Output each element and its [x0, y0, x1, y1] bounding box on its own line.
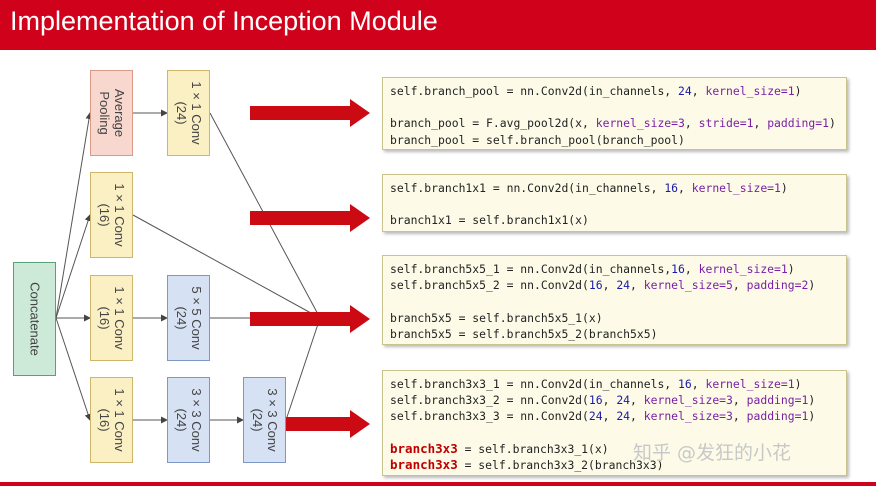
title-bar: Implementation of Inception Module [0, 0, 876, 50]
code-line-blank [390, 293, 839, 309]
branch3x3-conv1x1-label: 1 × 1 Conv (16) [96, 388, 127, 452]
average-pooling-label: Average Pooling [96, 88, 127, 138]
branch3x3-conv3x3-b-label: 3 × 3 Conv (24) [249, 388, 280, 452]
code-line: branch1x1 = self.branch1x1(x) [390, 213, 589, 228]
code-line-blank [390, 196, 839, 212]
code-line: branch_pool = F.avg_pool2d(x, kernel_siz… [390, 116, 836, 131]
pool-conv1x1-label: 1 × 1 Conv (24) [173, 81, 204, 145]
code-block-branch5x5: self.branch5x5_1 = nn.Conv2d(in_channels… [382, 255, 847, 345]
branch1x1-conv-label: 1 × 1 Conv (16) [96, 183, 127, 247]
concatenate-box: Concatenate [13, 262, 56, 376]
code-line: self.branch3x3_1 = nn.Conv2d(in_channels… [390, 377, 802, 391]
arrow-5x5 [250, 305, 370, 333]
edge-1x1-out [132, 214, 321, 319]
code-line: branch3x3 = self.branch3x3_2(branch3x3) [390, 456, 664, 472]
code-line: self.branch_pool = nn.Conv2d(in_channels… [390, 84, 802, 98]
branch1x1-conv-box: 1 × 1 Conv (16) [90, 172, 133, 258]
code-line: self.branch3x3_3 = nn.Conv2d(24, 24, ker… [390, 409, 816, 424]
code-line: branch5x5 = self.branch5x5_2(branch5x5) [390, 326, 658, 341]
code-block-branch-pool: self.branch_pool = nn.Conv2d(in_channels… [382, 77, 847, 150]
code-line: branch3x3 = self.branch3x3_1(x) [390, 440, 609, 456]
branch3x3-conv3x3-a-box: 3 × 3 Conv (24) [167, 377, 210, 463]
edge-concat-1x1 [55, 214, 92, 319]
branch3x3-conv3x3-a-label: 3 × 3 Conv (24) [173, 388, 204, 452]
edge-3x3-out [285, 317, 321, 421]
arrow-pool [250, 99, 370, 127]
branch3x3-conv1x1-box: 1 × 1 Conv (16) [90, 377, 133, 463]
edge-concat-pool [55, 112, 93, 319]
code-line-blank [390, 99, 839, 115]
edge-concat-3x3 [55, 317, 92, 421]
code-line: self.branch5x5_1 = nn.Conv2d(in_channels… [390, 262, 795, 276]
branch5x5-conv1x1-box: 1 × 1 Conv (16) [90, 275, 133, 361]
arrow-1x1 [250, 204, 370, 232]
branch5x5-conv5x5-label: 5 × 5 Conv (24) [173, 286, 204, 350]
code-line: self.branch3x3_2 = nn.Conv2d(16, 24, ker… [390, 393, 816, 408]
code-line: self.branch1x1 = nn.Conv2d(in_channels, … [390, 181, 788, 195]
page-title: Implementation of Inception Module [10, 6, 438, 36]
average-pooling-box: Average Pooling [90, 70, 133, 156]
code-line: branch_pool = self.branch_pool(branch_po… [390, 132, 685, 147]
pool-conv1x1-box: 1 × 1 Conv (24) [167, 70, 210, 156]
branch5x5-conv5x5-box: 5 × 5 Conv (24) [167, 275, 210, 361]
branch5x5-conv1x1-label: 1 × 1 Conv (16) [96, 286, 127, 350]
arrow-3x3 [268, 410, 370, 438]
code-block-branch1x1: self.branch1x1 = nn.Conv2d(in_channels, … [382, 174, 847, 232]
code-line: branch5x5 = self.branch5x5_1(x) [390, 310, 603, 325]
branch3x3-conv3x3-b-box: 3 × 3 Conv (24) [243, 377, 286, 463]
concatenate-label: Concatenate [27, 282, 42, 356]
watermark: 知乎 @发狂的小花 [633, 442, 792, 464]
code-block-branch3x3: self.branch3x3_1 = nn.Conv2d(in_channels… [382, 370, 847, 476]
code-line: self.branch5x5_2 = nn.Conv2d(16, 24, ker… [390, 278, 816, 293]
footer-line [0, 482, 876, 486]
